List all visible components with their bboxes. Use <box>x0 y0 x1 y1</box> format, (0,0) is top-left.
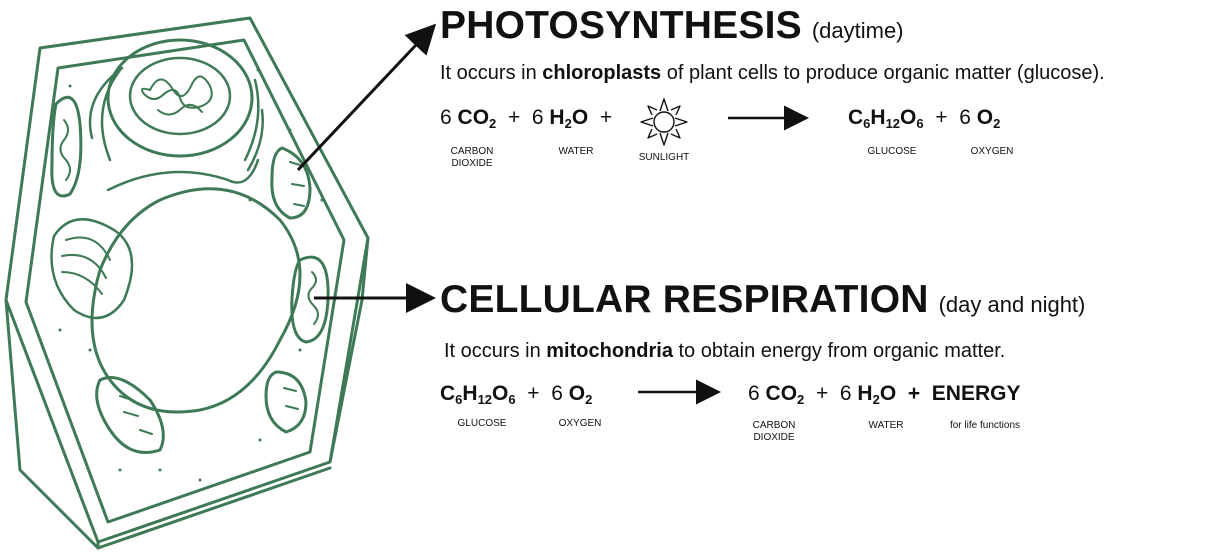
co2-coefficient: 6 <box>748 382 760 405</box>
photosynthesis-heading: PHOTOSYNTHESIS (daytime) <box>440 4 904 48</box>
h2o-coefficient: 6 <box>531 106 544 129</box>
glucose-h-subscript: 12 <box>477 392 493 407</box>
h2o-coefficient: 6 <box>839 382 852 405</box>
chloroplast-bottom-right <box>264 370 308 434</box>
label-oxygen: OXYGEN <box>970 146 1014 157</box>
glucose-o-subscript: 6 <box>916 116 924 131</box>
h2o-h: H <box>549 106 565 129</box>
cell-membrane <box>24 38 346 524</box>
sun-icon <box>640 98 688 146</box>
co2-formula: CO <box>765 382 798 405</box>
photosynthesis-desc-suffix: of plant cells to produce organic matter… <box>661 62 1105 84</box>
glucose-o: O <box>492 382 509 405</box>
chloroplast-right <box>270 146 312 220</box>
respiration-period: (day and night) <box>938 292 1086 317</box>
glucose-c: C <box>440 382 456 405</box>
label-water: WATER <box>558 146 594 157</box>
cell-wall-bottom <box>4 298 332 550</box>
h2o-h: H <box>857 382 873 405</box>
central-vacuole <box>90 187 302 414</box>
glucose-h-subscript: 12 <box>885 116 901 131</box>
photosynthesis-period: (daytime) <box>811 18 904 43</box>
glucose-c-subscript: 6 <box>455 392 463 407</box>
o2-coefficient: 6 <box>551 382 563 405</box>
photosynthesis-desc-prefix: It occurs in <box>440 62 543 84</box>
glucose-c-subscript: 6 <box>863 116 871 131</box>
co2-coefficient: 6 <box>440 106 452 129</box>
respiration-desc-suffix: to obtain energy from organic matter. <box>672 340 1006 362</box>
glucose-c: C <box>848 106 864 129</box>
glucose-o: O <box>900 106 917 129</box>
photosynthesis-desc-bold: chloroplasts <box>542 62 662 84</box>
plus-sign: + <box>935 106 948 129</box>
label-oxygen: OXYGEN <box>558 418 602 429</box>
plus-sign: + <box>907 382 921 405</box>
glucose-o-subscript: 6 <box>508 392 516 407</box>
cell-wall-outer <box>4 16 370 544</box>
label-glucose: GLUCOSE <box>457 418 507 429</box>
respiration-desc-prefix: It occurs in <box>444 340 547 362</box>
co2-subscript: 2 <box>797 392 805 407</box>
label-water: WATER <box>868 420 904 431</box>
glucose-h: H <box>870 106 886 129</box>
label-sunlight: SUNLIGHT <box>638 152 690 163</box>
nucleolus <box>128 56 232 136</box>
respiration-reactants: C6H12O6 + 6 O2 <box>440 382 592 406</box>
label-glucose: GLUCOSE <box>867 146 917 157</box>
respiration-description: It occurs in mitochondria to obtain ener… <box>444 340 1005 363</box>
golgi-apparatus <box>50 218 134 320</box>
o2-coefficient: 6 <box>959 106 971 129</box>
photosynthesis-reactants: 6 CO2 + 6 H2O + <box>440 106 612 130</box>
h2o-o: O <box>571 106 589 129</box>
energy-label: ENERGY <box>931 382 1021 405</box>
glucose-h: H <box>462 382 478 405</box>
o2-subscript: 2 <box>585 392 593 407</box>
mitochondrion-left <box>50 95 83 198</box>
h2o-subscript: 2 <box>872 392 880 407</box>
label-energy-note: for life functions <box>949 420 1021 431</box>
h2o-subscript: 2 <box>564 116 572 131</box>
photosynthesis-title: PHOTOSYNTHESIS <box>440 4 802 47</box>
mitochondrion-right <box>290 255 330 344</box>
chloroplast-bottom-left <box>95 376 165 454</box>
photosynthesis-products: C6H12O6 + 6 O2 <box>848 106 1000 130</box>
plus-sign: + <box>815 382 829 405</box>
respiration-title: CELLULAR RESPIRATION <box>440 278 929 321</box>
co2-subscript: 2 <box>489 116 497 131</box>
label-carbon-dioxide: CARBON DIOXIDE <box>450 146 494 169</box>
co2-formula: CO <box>457 106 490 129</box>
plant-cell-drawing <box>4 16 370 550</box>
respiration-products: 6 CO2 + 6 H2O + ENERGY <box>748 382 1020 406</box>
nucleus <box>106 38 254 158</box>
h2o-o: O <box>879 382 897 405</box>
plus-sign: + <box>527 382 540 405</box>
o2-formula: O <box>976 106 994 129</box>
o2-formula: O <box>568 382 586 405</box>
photosynthesis-description: It occurs in chloroplasts of plant cells… <box>440 62 1105 85</box>
label-carbon-dioxide: CARBON DIOXIDE <box>752 420 796 443</box>
respiration-desc-bold: mitochondria <box>546 340 673 362</box>
plus-sign: + <box>599 106 613 129</box>
respiration-heading: CELLULAR RESPIRATION (day and night) <box>440 278 1085 322</box>
plus-sign: + <box>507 106 521 129</box>
o2-subscript: 2 <box>993 116 1001 131</box>
